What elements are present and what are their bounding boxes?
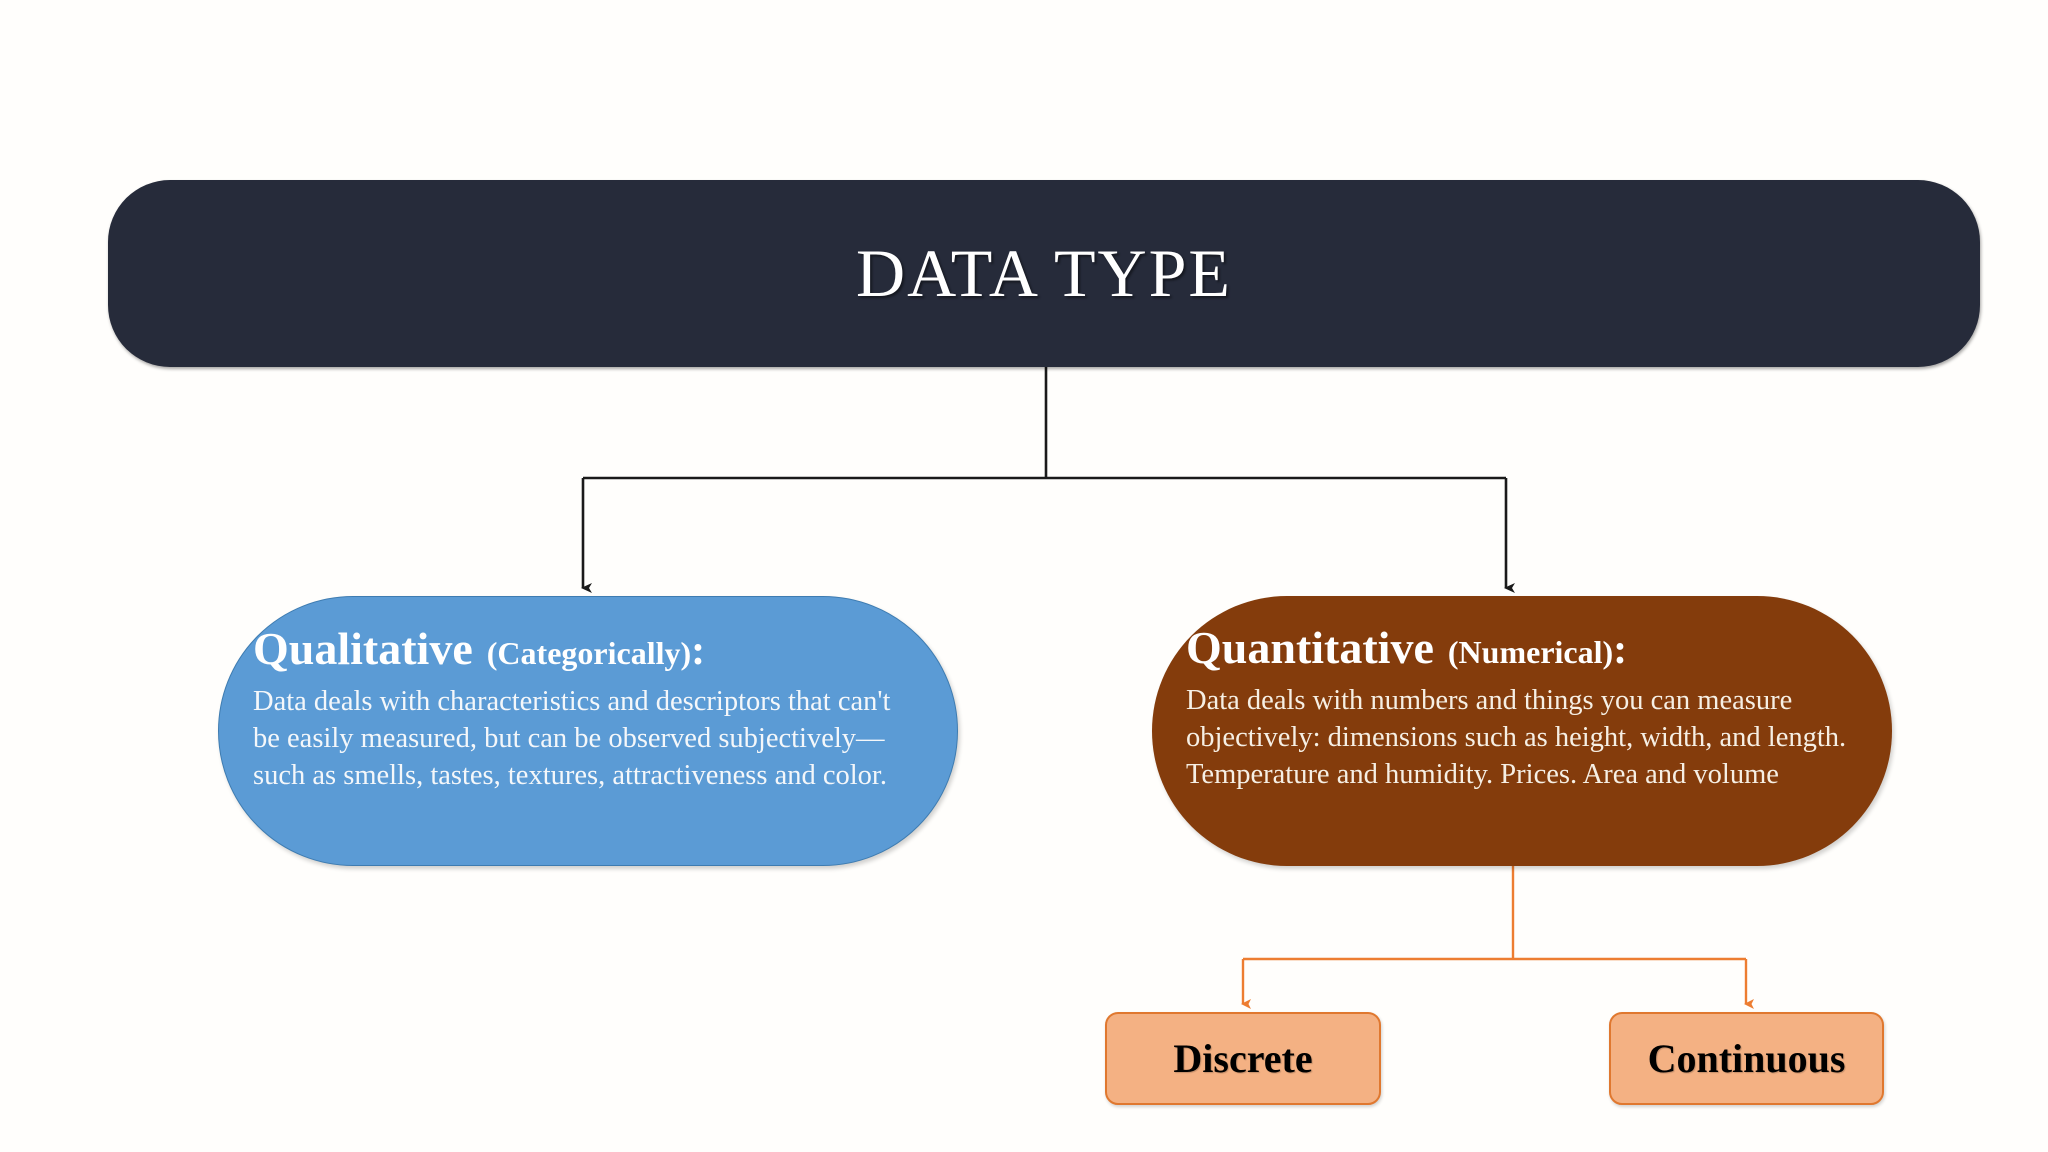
branch-node-quantitative[interactable]: Quantitative (Numerical): Data deals with…: [1152, 596, 1892, 866]
branch-body-qualitative: Data deals with characteristics and desc…: [253, 686, 891, 792]
leaf-node-label: Discrete: [1173, 1036, 1313, 1081]
branch-heading-sub: (Numerical): [1447, 634, 1614, 670]
branch-heading-sub: (Categorically): [486, 635, 692, 671]
leaf-node-discrete[interactable]: Discrete: [1105, 1012, 1381, 1105]
root-node-data-type[interactable]: DATA TYPE: [108, 180, 1980, 367]
branch-heading-main: Quantitative: [1186, 622, 1434, 673]
branch-heading-main: Qualitative: [253, 623, 473, 674]
branch-heading-colon: :: [1613, 627, 1628, 673]
root-node-label: DATA TYPE: [856, 235, 1232, 311]
branch-heading-colon: :: [691, 628, 706, 674]
leaf-node-continuous[interactable]: Continuous: [1609, 1012, 1884, 1105]
branch-node-qualitative[interactable]: Qualitative (Categorically): Data deals w…: [218, 596, 958, 866]
branch-heading-qualitative: Qualitative (Categorically):: [253, 623, 923, 674]
branch-body-quantitative: Data deals with numbers and things you c…: [1186, 685, 1847, 791]
leaf-node-label: Continuous: [1647, 1036, 1846, 1081]
branch-heading-quantitative: Quantitative (Numerical):: [1186, 622, 1858, 673]
